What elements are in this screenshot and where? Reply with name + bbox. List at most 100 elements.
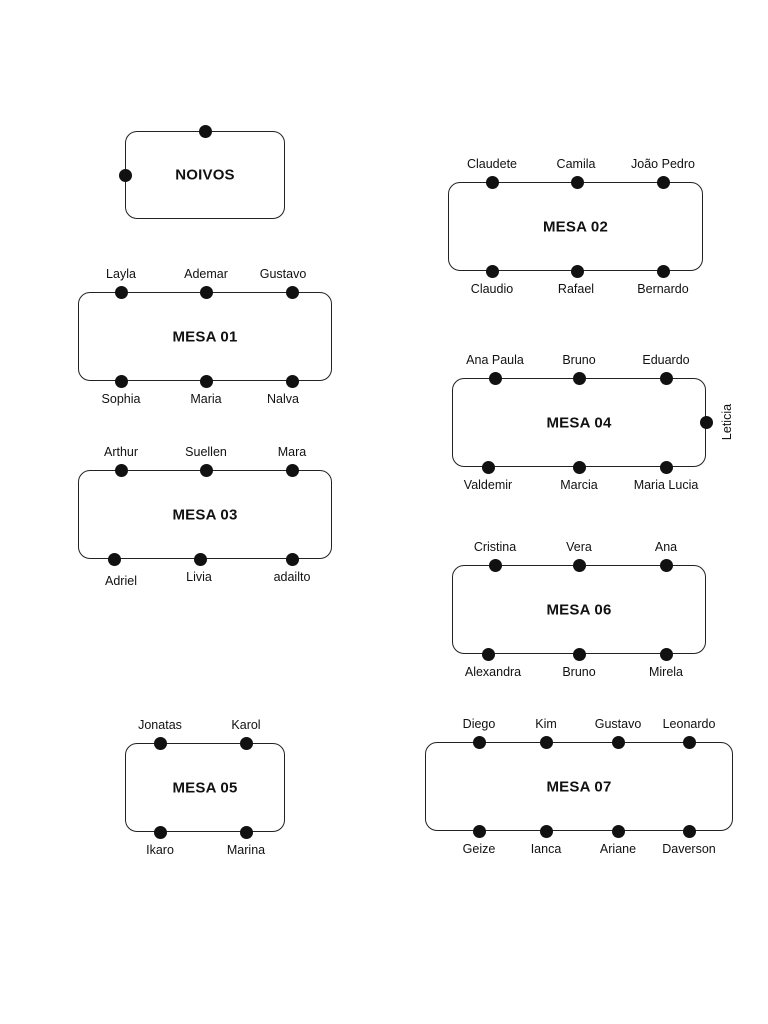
seat-dot xyxy=(285,285,299,299)
guest-name: Claudete xyxy=(466,157,518,171)
seat-dot xyxy=(107,552,121,566)
seat-dot xyxy=(199,463,213,477)
guest-name: Maria xyxy=(190,392,222,406)
seat-dot xyxy=(239,736,253,750)
seat-dot xyxy=(488,558,502,572)
guest-name: Ana Paula xyxy=(466,353,524,367)
guest-name: Claudio xyxy=(470,282,514,296)
guest-name: João Pedro xyxy=(631,157,695,171)
guest-name: adailto xyxy=(273,570,311,584)
guest-name: Adriel xyxy=(105,574,137,588)
seat-dot xyxy=(153,736,167,750)
guest-name: Mirela xyxy=(648,665,684,679)
guest-name: Nalva xyxy=(267,392,299,406)
table-mesa-01: MESA 01 xyxy=(78,292,332,381)
guest-name: Kim xyxy=(535,717,557,731)
guest-name: Daverson xyxy=(662,842,716,856)
seat-dot xyxy=(611,735,625,749)
seat-dot xyxy=(611,824,625,838)
table-mesa-02: MESA 02 xyxy=(448,182,703,271)
table-mesa-05: MESA 05 xyxy=(125,743,285,832)
table-mesa-04: MESA 04 xyxy=(452,378,706,467)
seat-dot xyxy=(285,463,299,477)
table-name: MESA 01 xyxy=(172,328,238,345)
seat-dot xyxy=(153,825,167,839)
guest-name: Leticia xyxy=(720,403,734,441)
seat-dot xyxy=(199,285,213,299)
seat-dot xyxy=(488,371,502,385)
guest-name: Livia xyxy=(186,570,212,584)
seat-dot xyxy=(539,824,553,838)
guest-name: Layla xyxy=(106,267,136,281)
seat-dot xyxy=(572,371,586,385)
seat-dot xyxy=(114,463,128,477)
guest-name: Marcia xyxy=(560,478,598,492)
guest-name: Karol xyxy=(231,718,261,732)
seat-dot xyxy=(285,552,299,566)
seat-dot xyxy=(699,415,713,429)
guest-name: Eduardo xyxy=(642,353,690,367)
guest-name: Jonatas xyxy=(138,718,182,732)
seat-dot xyxy=(114,285,128,299)
guest-name: Valdemir xyxy=(463,478,513,492)
table-noivos: NOIVOS xyxy=(125,131,285,219)
seat-dot xyxy=(572,647,586,661)
seat-dot xyxy=(572,460,586,474)
guest-name: Camila xyxy=(556,157,596,171)
seat-dot xyxy=(118,168,132,182)
seat-dot xyxy=(481,647,495,661)
seat-dot xyxy=(239,825,253,839)
seat-dot xyxy=(199,374,213,388)
guest-name: Ana xyxy=(654,540,678,554)
seat-dot xyxy=(656,264,670,278)
guest-name: Ianca xyxy=(530,842,562,856)
guest-name: Diego xyxy=(462,717,496,731)
guest-name: Bruno xyxy=(562,353,596,367)
guest-name: Maria Lucia xyxy=(633,478,699,492)
guest-name: Alexandra xyxy=(464,665,522,679)
seat-dot xyxy=(472,824,486,838)
seat-dot xyxy=(485,264,499,278)
seat-dot xyxy=(682,735,696,749)
guest-name: Gustavo xyxy=(259,267,307,281)
seat-dot xyxy=(481,460,495,474)
seat-dot xyxy=(656,175,670,189)
guest-name: Marina xyxy=(226,843,266,857)
guest-name: Leonardo xyxy=(662,717,716,731)
guest-name: Suellen xyxy=(185,445,227,459)
seat-dot xyxy=(193,552,207,566)
table-name: MESA 05 xyxy=(172,779,238,796)
table-name: MESA 02 xyxy=(542,218,609,235)
guest-name: Arthur xyxy=(103,445,139,459)
guest-name: Ademar xyxy=(184,267,228,281)
seat-dot xyxy=(485,175,499,189)
seat-dot xyxy=(570,175,584,189)
seat-dot xyxy=(539,735,553,749)
table-mesa-07: MESA 07 xyxy=(425,742,733,831)
guest-name: Vera xyxy=(566,540,592,554)
seat-dot xyxy=(114,374,128,388)
guest-name: Ariane xyxy=(599,842,637,856)
table-name: MESA 06 xyxy=(546,601,612,618)
guest-name: Gustavo xyxy=(594,717,642,731)
guest-name: Sophia xyxy=(101,392,141,406)
guest-name: Mara xyxy=(277,445,307,459)
guest-name: Bruno xyxy=(562,665,596,679)
guest-name: Cristina xyxy=(473,540,517,554)
seat-dot xyxy=(285,374,299,388)
seat-dot xyxy=(472,735,486,749)
seat-dot xyxy=(659,460,673,474)
seat-dot xyxy=(198,124,212,138)
table-name: MESA 03 xyxy=(172,506,238,523)
seat-dot xyxy=(659,647,673,661)
guest-name: Rafael xyxy=(557,282,595,296)
table-mesa-03: MESA 03 xyxy=(78,470,332,559)
table-mesa-06: MESA 06 xyxy=(452,565,706,654)
table-name: NOIVOS xyxy=(175,166,235,184)
table-name: MESA 07 xyxy=(546,778,612,795)
guest-name: Ikaro xyxy=(146,843,174,857)
guest-name: Bernardo xyxy=(637,282,689,296)
seat-dot xyxy=(659,558,673,572)
seat-dot xyxy=(570,264,584,278)
